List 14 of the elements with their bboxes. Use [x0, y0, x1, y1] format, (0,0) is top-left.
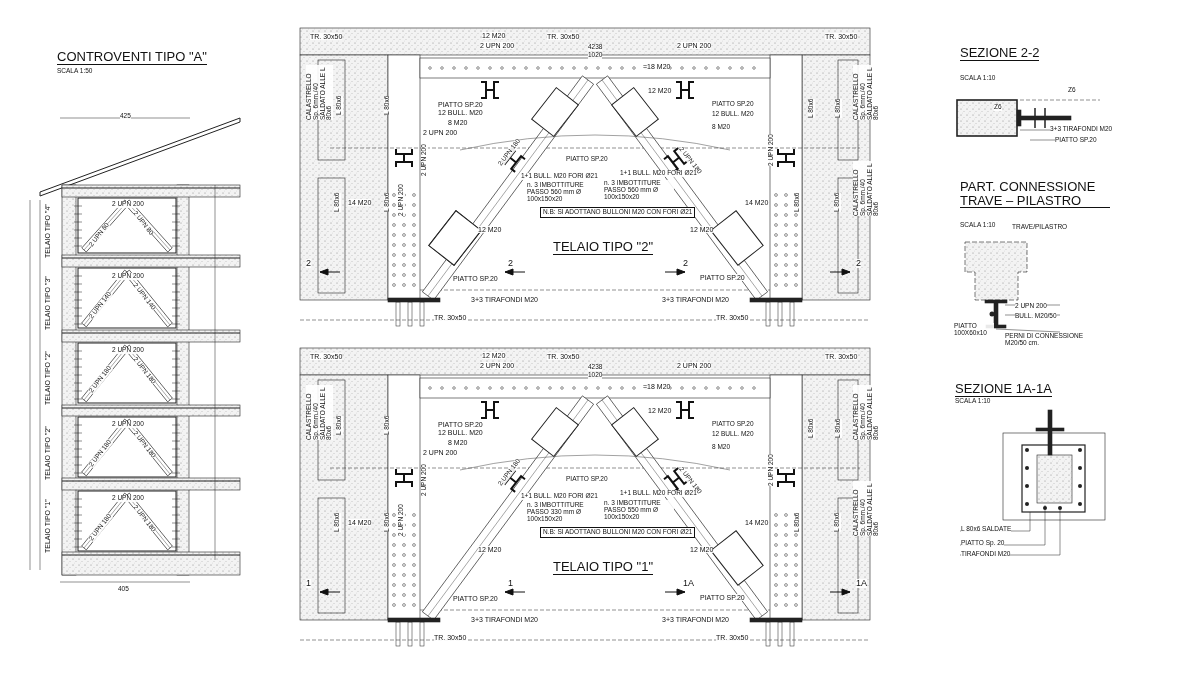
title: CONTROVENTI TIPO "A" [57, 50, 207, 65]
section-mark: 1 [306, 579, 311, 589]
section-mark: 1 [508, 579, 513, 589]
title: SEZIONE 2-2 [960, 46, 1040, 61]
section-mark: 1A [683, 579, 694, 589]
title: PART. CONNESSIONE TRAVE – PILASTRO [960, 180, 1110, 209]
section-mark: 1A [856, 579, 867, 589]
frame-title: TELAIO TIPO "1" [553, 560, 654, 575]
section-mark: 2 [683, 259, 688, 269]
section-mark: 2 [856, 259, 861, 269]
title: SEZIONE 1A-1A [955, 382, 1052, 397]
section-mark: 2 [508, 259, 513, 269]
section-mark: 2 [306, 259, 311, 269]
frame-title: TELAIO TIPO "2" [553, 240, 654, 255]
